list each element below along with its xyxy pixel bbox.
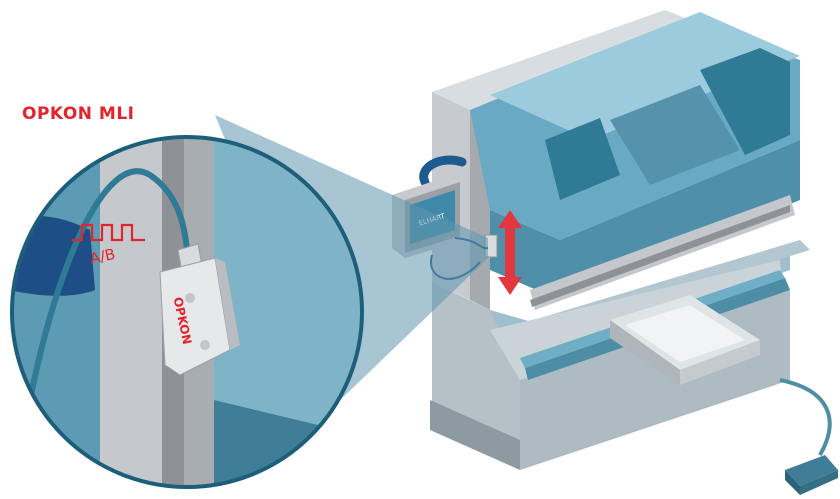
diagram-title: OPKON MLI — [22, 104, 135, 124]
magnifier-ring — [10, 135, 364, 489]
up-down-arrow-icon — [498, 210, 522, 295]
magnetic-sensor-icon: OPKON — [159, 243, 240, 376]
square-wave-icon — [72, 223, 145, 242]
press-brake-machine — [430, 10, 838, 495]
foot-pedal-icon — [785, 455, 838, 495]
signal-label: A/B — [88, 245, 117, 268]
